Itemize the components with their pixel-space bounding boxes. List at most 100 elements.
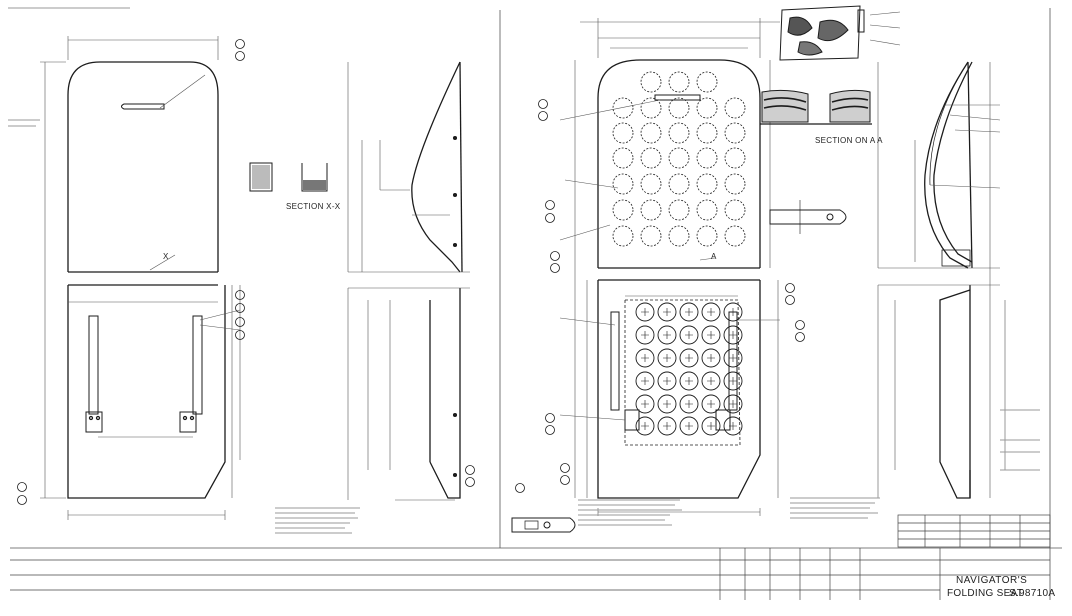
upper-hole: [724, 173, 746, 195]
lower-hole: [657, 371, 677, 391]
sheet-frame: [10, 8, 1062, 600]
lower-hole: [635, 348, 655, 368]
lower-hole: [679, 394, 699, 414]
lower-hole: [635, 371, 655, 391]
upper-hole: [696, 199, 718, 221]
title-block: [10, 514, 1051, 600]
hole-crosshair: [663, 331, 671, 339]
lower-hole: [723, 371, 743, 391]
lower-hole: [701, 325, 721, 345]
section-xx-label: SECTION X-X: [286, 202, 341, 211]
upper-hole: [640, 225, 662, 247]
notes-blocks: [8, 7, 1040, 534]
section-xx-detail: [249, 162, 328, 192]
lower-hole: [657, 416, 677, 436]
upper-hole: [668, 225, 690, 247]
upper-hole: [640, 97, 662, 119]
upper-hole: [668, 173, 690, 195]
hole-crosshair: [641, 400, 649, 408]
bolt-detail: [769, 200, 847, 234]
hole-crosshair: [641, 331, 649, 339]
lower-hole-grid: [635, 302, 743, 436]
upper-hole: [696, 97, 718, 119]
hole-crosshair: [663, 377, 671, 385]
upper-hole: [696, 147, 718, 169]
lower-hole: [657, 302, 677, 322]
drawing-title-line2: FOLDING SEAT: [947, 588, 1024, 599]
upper-hole: [612, 122, 634, 144]
zone-marker-x: X: [163, 252, 169, 261]
seat-front-balloons: [17, 39, 245, 505]
hole-crosshair: [707, 400, 715, 408]
hole-crosshair: [685, 400, 693, 408]
hole-crosshair: [707, 354, 715, 362]
seat-front-view: [67, 61, 226, 499]
upper-hole: [640, 199, 662, 221]
hole-crosshair: [663, 422, 671, 430]
upper-hole: [612, 225, 634, 247]
upper-hole: [696, 173, 718, 195]
upper-hole: [640, 147, 662, 169]
seat-front-dimensions: [40, 36, 241, 520]
seat-side-profile: [411, 61, 463, 499]
lower-hole: [723, 302, 743, 322]
hole-crosshair: [663, 308, 671, 316]
lower-hole: [723, 394, 743, 414]
right-profile-dimensions: [869, 11, 1006, 498]
hole-crosshair: [685, 354, 693, 362]
upper-hole: [696, 71, 718, 93]
upper-hole: [668, 147, 690, 169]
upper-hole: [724, 97, 746, 119]
lower-hole: [635, 302, 655, 322]
upper-hole: [724, 225, 746, 247]
lower-hole: [635, 394, 655, 414]
upper-hole: [668, 97, 690, 119]
upper-hole: [724, 147, 746, 169]
upper-hole: [668, 122, 690, 144]
upper-hole: [640, 71, 662, 93]
lower-hole: [657, 325, 677, 345]
lower-hole: [679, 325, 699, 345]
lower-hole: [701, 394, 721, 414]
lower-hole: [635, 416, 655, 436]
hole-crosshair: [685, 308, 693, 316]
drawing-number: S.98710A: [1009, 588, 1056, 599]
right-side-profile: [924, 61, 973, 499]
section-aa-detail: [760, 89, 872, 125]
hole-crosshair: [729, 354, 737, 362]
hole-crosshair: [641, 354, 649, 362]
hole-crosshair: [685, 422, 693, 430]
upper-hole: [696, 225, 718, 247]
hole-crosshair: [685, 331, 693, 339]
hole-crosshair: [663, 354, 671, 362]
hole-crosshair: [729, 422, 737, 430]
lower-hole: [723, 348, 743, 368]
cushion-sketch: [779, 5, 865, 61]
upper-hole: [612, 147, 634, 169]
section-aa-label: SECTION ON A A: [815, 136, 883, 145]
upper-hole: [612, 97, 634, 119]
section-marker-a: A: [711, 252, 717, 261]
lower-hole: [723, 325, 743, 345]
hole-crosshair: [707, 377, 715, 385]
upper-hole: [612, 173, 634, 195]
main-view-balloons: [465, 99, 805, 493]
upper-hole: [724, 199, 746, 221]
lower-hole: [679, 302, 699, 322]
hole-crosshair: [663, 400, 671, 408]
hole-crosshair: [729, 400, 737, 408]
drawing-title-line1: NAVIGATOR'S: [956, 575, 1028, 586]
hole-crosshair: [707, 422, 715, 430]
upper-hole: [640, 122, 662, 144]
hole-crosshair: [729, 377, 737, 385]
pin-detail: [511, 517, 576, 533]
hole-crosshair: [707, 308, 715, 316]
main-view-dimensions: [559, 18, 780, 516]
lower-hole: [701, 371, 721, 391]
hole-crosshair: [729, 331, 737, 339]
lower-hole: [701, 302, 721, 322]
hole-crosshair: [641, 422, 649, 430]
lower-hole: [679, 348, 699, 368]
